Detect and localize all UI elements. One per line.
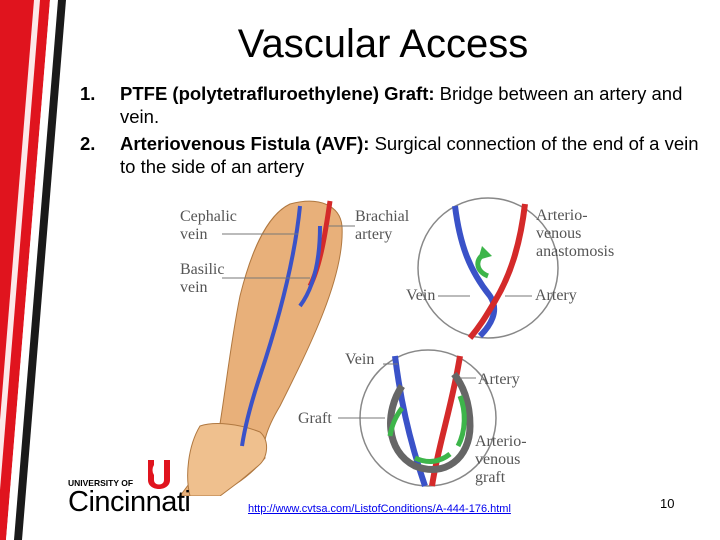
label-anastomosis-3: anastomosis (536, 243, 614, 260)
bullet-number: 2. (80, 133, 96, 154)
slide-title: Vascular Access (237, 22, 529, 66)
label-graft: Graft (298, 410, 332, 427)
source-link[interactable]: http://www.cvtsa.com/ListofConditions/A-… (248, 503, 511, 515)
bullet-list: 1. PTFE (polytetrafluroethylene) Graft: … (80, 82, 700, 182)
university-logo: UNIVERSITY OF Cincinnati (68, 458, 208, 520)
label-anastomosis-2: venous (536, 225, 581, 242)
bullet-term: PTFE (polytetrafluroethylene) Graft: (120, 83, 435, 104)
uc-logo-icon (148, 460, 170, 489)
basilic-vein-line (298, 225, 322, 308)
label-basilic-vein: vein (180, 279, 208, 296)
label-vein-bottom: Vein (345, 351, 374, 368)
bullet-text: Bridge between an artery and vein. (120, 83, 683, 127)
bullet-item-avf: 2. Arteriovenous Fistula (AVF): Surgical… (80, 132, 700, 178)
label-artery-top: Artery (535, 287, 577, 304)
fistula-arrowhead-icon (478, 246, 492, 260)
label-brachial: Brachial (355, 208, 410, 225)
label-brachial-artery: artery (355, 226, 392, 243)
bullet-number: 1. (80, 83, 96, 104)
label-cephalic-vein: vein (180, 226, 208, 243)
bullet-text: Surgical connection of the end of a vein… (120, 133, 699, 177)
label-cephalic: Cephalic (180, 208, 237, 225)
graft-arrow-icon-3 (413, 451, 452, 464)
bullet-term: Arteriovenous Fistula (AVF): (120, 133, 370, 154)
fistula-artery-line (467, 203, 528, 340)
logo-cincinnati: Cincinnati (68, 486, 191, 518)
cephalic-vein-line (240, 205, 302, 447)
logo-university-of: UNIVERSITY OF (68, 478, 134, 488)
label-av-graft-3: graft (475, 469, 506, 486)
bullet-item-ptfe: 1. PTFE (polytetrafluroethylene) Graft: … (80, 82, 700, 128)
label-basilic: Basilic (180, 261, 224, 278)
decorative-stripes (0, 0, 66, 540)
vascular-access-illustration: Cephalic vein Brachial artery Basilic ve… (179, 197, 614, 496)
fistula-vein-line (452, 205, 498, 339)
graft-arrow-icon-1 (387, 406, 405, 437)
label-av-graft-2: venous (475, 451, 520, 468)
graft-arrow-icon-2 (455, 395, 467, 448)
hand-illustration (187, 423, 267, 496)
label-av-graft-1: Arterio- (475, 433, 527, 450)
page-number: 10 (660, 496, 675, 511)
label-anastomosis-1: Arterio- (536, 207, 588, 224)
label-artery-bottom: Artery (478, 371, 520, 388)
label-vein-top: Vein (406, 287, 435, 304)
